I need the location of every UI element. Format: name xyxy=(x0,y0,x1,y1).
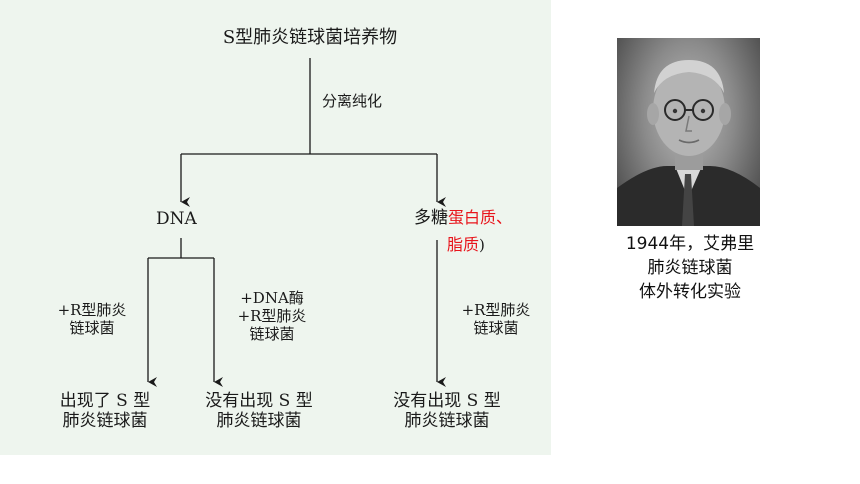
root-node: S型肺炎链球菌培养物 xyxy=(222,27,398,48)
branch-right-condition: +R型肺炎 链球菌 xyxy=(461,301,531,337)
portrait-illustration xyxy=(617,60,760,226)
result-middle: 没有出现 S 型 肺炎链球菌 xyxy=(205,391,313,432)
avery-portrait-photo xyxy=(617,38,760,226)
portrait-caption: 1944年，艾弗里 肺炎链球菌 体外转化实验 xyxy=(600,232,780,304)
polysaccharide-note-line2: 脂质) xyxy=(447,235,485,254)
caption-line-3: 体外转化实验 xyxy=(639,282,741,302)
caption-line-1: 1944年，艾弗里 xyxy=(625,234,755,254)
polysaccharide-node: 多糖蛋白质、 xyxy=(414,208,513,228)
dna-node: DNA xyxy=(156,209,197,229)
result-left: 出现了 S 型 肺炎链球菌 xyxy=(59,391,151,432)
branch-middle-condition: +DNA酶 +R型肺炎 链球菌 xyxy=(237,289,307,343)
separation-label: 分离纯化 xyxy=(322,92,383,110)
branch-left-condition: +R型肺炎 链球菌 xyxy=(57,301,127,337)
polysaccharide-note: 蛋白质、 xyxy=(448,208,513,227)
result-right: 没有出现 S 型 肺炎链球菌 xyxy=(393,391,501,432)
caption-line-2: 肺炎链球菌 xyxy=(647,258,733,278)
diagram-panel xyxy=(0,0,551,455)
